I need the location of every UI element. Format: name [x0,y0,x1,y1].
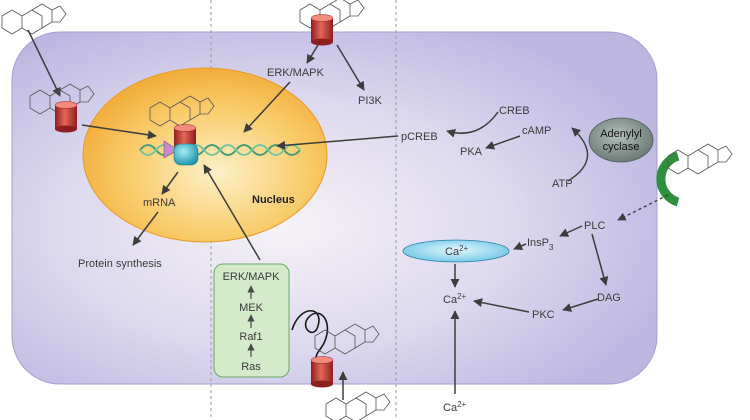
arrow-plc-to-dag [591,233,609,286]
pka-label: PKA [460,146,483,158]
mrna-label: mRNA [143,197,176,209]
arrow-receptor-to-erk [306,44,319,64]
arrow-mrna-to-protein [132,211,159,246]
pi3k-label: PI3K [358,95,383,107]
ca-mid-label: Ca2+ [443,292,467,306]
arrow-dag-to-pkc [562,298,599,312]
ca-bottom-label: Ca2+ [443,400,467,414]
pcreb-label: pCREB [401,131,438,143]
pkc-label: PKC [532,309,555,321]
calcium-store-icon [402,239,510,263]
adenylyl-cyclase-label-line2: cyclase [603,141,640,153]
steroid-molecule-icon [325,391,391,420]
nucleus [82,67,328,243]
arrow-creb-to-pcreb [446,111,499,138]
gpcr-icon [656,151,680,207]
receptor-cylinder-icon [310,14,334,46]
arrow-erk-to-dna [243,81,291,133]
arrow-cascade-to-nucleus [203,164,261,261]
box-raf1-label: Raf1 [239,331,262,343]
arrow-receptor-to-nucleus [81,124,157,140]
arrow-receptor-to-pi3k [336,44,365,91]
adenylyl-cyclase-icon [588,117,654,163]
dag-label: DAG [597,292,621,304]
coactivator-triangle-icon [163,140,179,159]
arrow-atp-to-camp [567,127,589,182]
arrow-pkc-to-ca [473,298,530,313]
protein-synthesis-label: Protein synthesis [78,258,162,270]
ca-store-label: Ca2+ [445,244,469,258]
arrow-steroid-to-receptor [27,29,61,97]
arrow-dna-to-mrna [161,171,179,195]
box-mek-label: MEK [239,302,264,314]
camp-label: cAMP [522,125,551,137]
nucleus-label: Nucleus [252,194,295,206]
box-erk-mapk-label: ERK/MAPK [223,271,281,283]
box-ras-label: Ras [241,361,261,373]
arrow-camp-to-pka [485,135,521,150]
receptor-cylinder-icon [310,356,334,388]
receptor-cylinder-icon [54,101,78,133]
atp-label: ATP [552,178,573,190]
arrow-pcreb-to-dna [276,135,399,150]
adenylyl-cyclase-label-line1: Adenylyl [600,128,642,140]
erk-mapk-top-label: ERK/MAPK [267,67,325,79]
arrow-plc-to-insp3 [559,225,583,237]
arrow-insp3-to-ca-store [513,241,527,251]
transcription-factor-icon [173,143,199,166]
steroid-molecule-icon [1,3,67,35]
membrane-protein-loop-icon [291,310,329,365]
creb-label: CREB [499,105,530,117]
insp3-label: InsP3 [527,237,554,252]
plc-label: PLC [584,220,605,232]
